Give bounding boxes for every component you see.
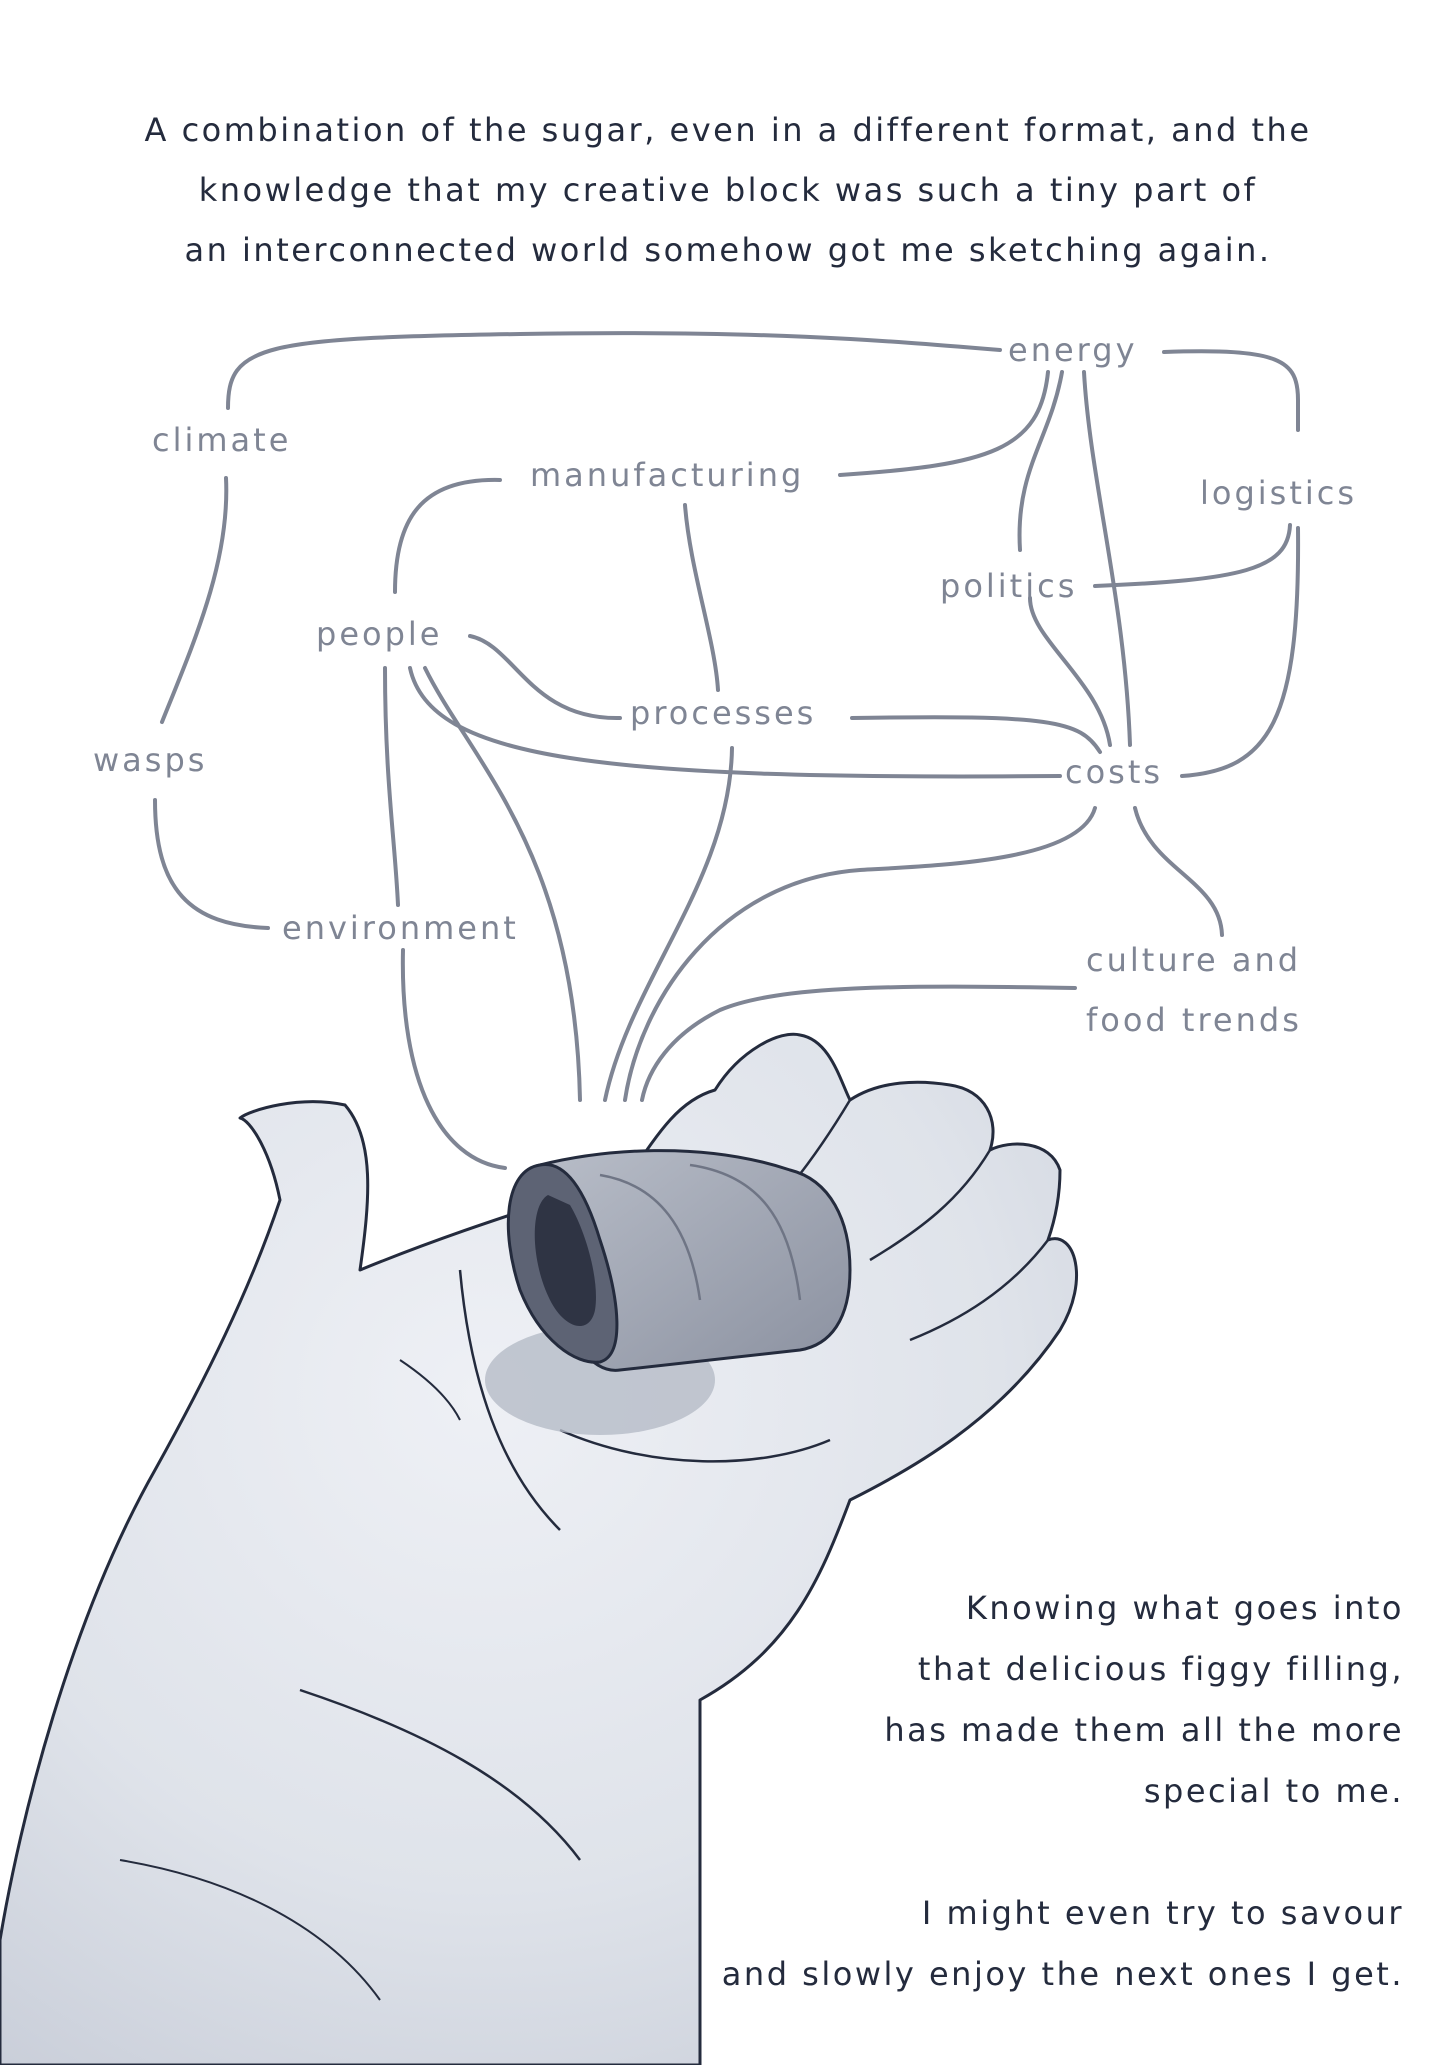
node-culture-line: culture and: [1086, 941, 1302, 979]
outro-line: special to me.: [1143, 1772, 1404, 1810]
intro-line: A combination of the sugar, even in a di…: [144, 111, 1312, 149]
node-wasps: wasps: [93, 741, 208, 779]
node-politics: politics: [940, 567, 1078, 605]
node-logistics: logistics: [1200, 474, 1358, 512]
outro-line: that delicious figgy filling,: [917, 1650, 1404, 1688]
node-manufacturing: manufacturing: [530, 456, 805, 494]
connection-lines: [153, 331, 1301, 1170]
node-climate: climate: [152, 421, 292, 459]
node-culture-line: food trends: [1086, 1001, 1302, 1039]
outro-line: has made them all the more: [884, 1711, 1404, 1749]
node-people: people: [316, 615, 443, 653]
node-energy: energy: [1008, 331, 1138, 369]
node-environment: environment: [282, 909, 519, 947]
intro-line: an interconnected world somehow got me s…: [184, 231, 1272, 269]
outro-line: I might even try to savour: [921, 1894, 1404, 1932]
intro-text: A combination of the sugar, even in a di…: [40, 100, 1416, 280]
fig-roll-biscuit: [506, 1149, 852, 1372]
node-processes: processes: [630, 694, 817, 732]
outro-line: and slowly enjoy the next ones I get.: [721, 1955, 1404, 1993]
outro-line: Knowing what goes into: [965, 1589, 1404, 1627]
outro-paragraph-1: Knowing what goes into that delicious fi…: [504, 1578, 1404, 1822]
node-costs: costs: [1065, 753, 1164, 791]
node-culture-and-food-trends: culture and food trends: [1086, 930, 1302, 1050]
outro-paragraph-2: I might even try to savour and slowly en…: [504, 1883, 1404, 2005]
intro-line: knowledge that my creative block was suc…: [198, 171, 1258, 209]
